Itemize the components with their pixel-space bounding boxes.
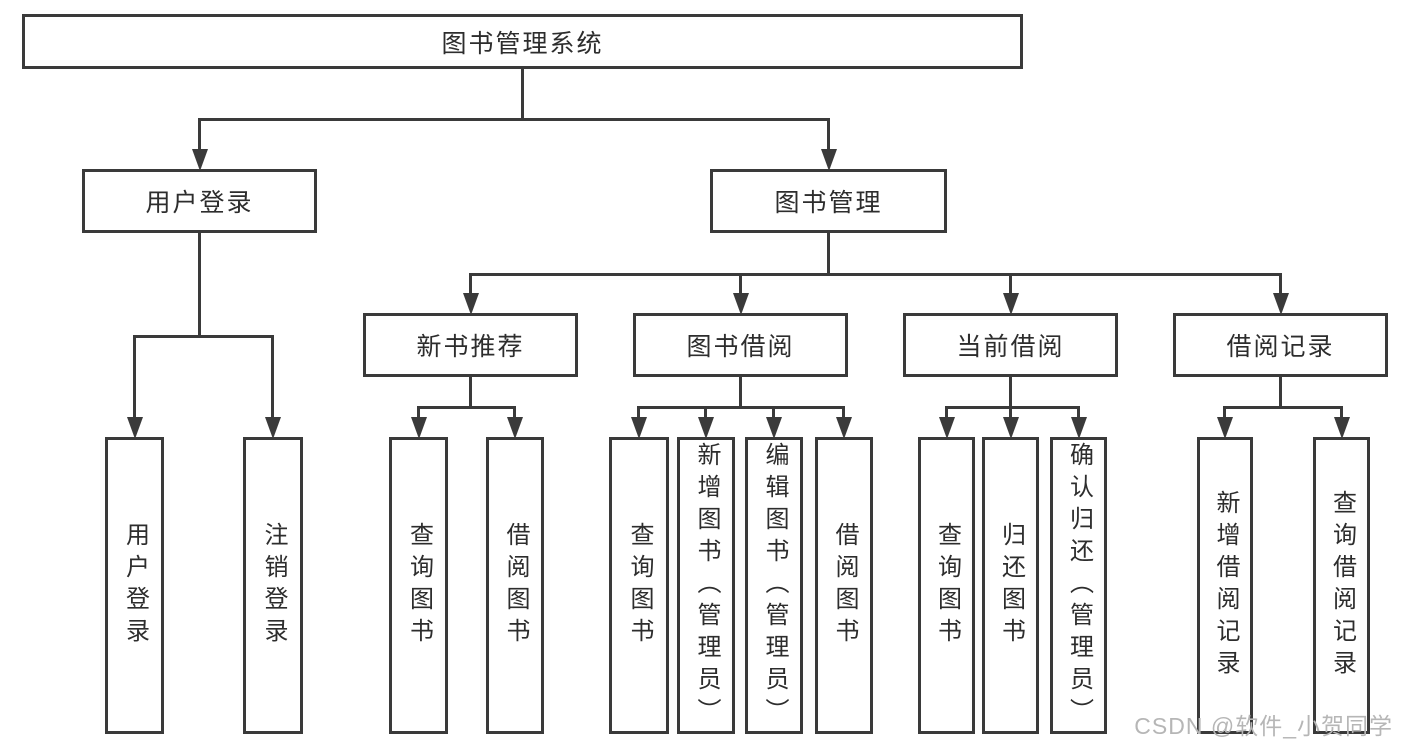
connector-line bbox=[469, 375, 472, 409]
connector-line bbox=[772, 406, 775, 419]
connector-line bbox=[945, 406, 1080, 409]
node-recommend: 新书推荐 bbox=[363, 313, 578, 377]
connector-line bbox=[1279, 273, 1282, 295]
node-borrow: 图书借阅 bbox=[633, 313, 848, 377]
arrowhead-icon bbox=[127, 417, 143, 439]
node-label: 图书管理系统 bbox=[441, 29, 604, 58]
node-label: 借阅图书 bbox=[831, 521, 858, 650]
arrowhead-icon bbox=[939, 417, 955, 439]
arrowhead-icon bbox=[766, 417, 782, 439]
connector-line bbox=[827, 231, 830, 276]
connector-line bbox=[945, 406, 948, 419]
connector-line bbox=[417, 406, 420, 419]
node-borrow-borrow: 借阅图书 bbox=[815, 437, 873, 734]
arrowhead-icon bbox=[1071, 417, 1087, 439]
node-cur-return: 归还图书 bbox=[982, 437, 1039, 734]
node-label: 图书借阅 bbox=[686, 333, 795, 361]
connector-line bbox=[469, 273, 472, 295]
node-label: 用户登录 bbox=[145, 189, 254, 217]
node-current: 当前借阅 bbox=[903, 313, 1118, 377]
arrowhead-icon bbox=[192, 149, 208, 171]
connector-line bbox=[271, 335, 274, 419]
node-label: 借阅记录 bbox=[1226, 333, 1335, 361]
connector-line bbox=[1009, 273, 1012, 295]
node-label: 查询图书 bbox=[626, 521, 653, 650]
arrowhead-icon bbox=[1003, 293, 1019, 315]
node-borrow-edit: 编辑图书（管理员） bbox=[745, 437, 803, 734]
connector-line bbox=[513, 406, 516, 419]
node-rec-query: 查询图书 bbox=[389, 437, 448, 734]
node-rcd-add: 新增借阅记录 bbox=[1197, 437, 1253, 734]
node-label: 查询图书 bbox=[933, 521, 961, 650]
node-cur-confirm: 确认归还（管理员） bbox=[1050, 437, 1107, 734]
node-label: 编辑图书（管理员） bbox=[761, 441, 788, 730]
connector-line bbox=[1223, 406, 1343, 409]
node-borrow-add: 新增图书（管理员） bbox=[677, 437, 735, 734]
connector-line bbox=[417, 406, 516, 409]
connector-line bbox=[739, 375, 742, 409]
node-label: 查询借阅记录 bbox=[1328, 489, 1356, 682]
connector-line bbox=[133, 335, 136, 419]
node-login: 用户登录 bbox=[82, 169, 317, 233]
arrowhead-icon bbox=[507, 417, 523, 439]
connector-line bbox=[198, 118, 830, 121]
connector-line bbox=[637, 406, 845, 409]
connector-line bbox=[1009, 406, 1012, 419]
connector-line bbox=[637, 406, 640, 419]
connector-line bbox=[198, 231, 201, 338]
connector-line bbox=[1223, 406, 1226, 419]
node-label: 新书推荐 bbox=[416, 333, 525, 361]
node-label: 当前借阅 bbox=[956, 333, 1065, 361]
arrowhead-icon bbox=[411, 417, 427, 439]
connector-line bbox=[198, 118, 201, 151]
node-label: 确认归还（管理员） bbox=[1065, 441, 1093, 730]
connector-line bbox=[1279, 375, 1282, 409]
node-rec-borrow: 借阅图书 bbox=[486, 437, 544, 734]
connector-line bbox=[1340, 406, 1343, 419]
node-label: 用户登录 bbox=[121, 521, 149, 650]
connector-line bbox=[827, 118, 830, 151]
connector-line bbox=[521, 67, 524, 121]
arrowhead-icon bbox=[698, 417, 714, 439]
arrowhead-icon bbox=[1003, 417, 1019, 439]
node-logout: 注销登录 bbox=[243, 437, 303, 734]
node-label: 借阅图书 bbox=[502, 521, 529, 650]
arrowhead-icon bbox=[733, 293, 749, 315]
node-root: 图书管理系统 bbox=[22, 14, 1023, 69]
node-label: 新增借阅记录 bbox=[1212, 489, 1239, 682]
node-record: 借阅记录 bbox=[1173, 313, 1388, 377]
node-user-login: 用户登录 bbox=[105, 437, 164, 734]
connector-line bbox=[739, 273, 742, 295]
arrowhead-icon bbox=[631, 417, 647, 439]
connector-line bbox=[704, 406, 707, 419]
csdn-watermark: CSDN @软件_小贺同学 bbox=[1134, 713, 1393, 739]
node-label: 新增图书（管理员） bbox=[693, 441, 720, 730]
connector-line bbox=[133, 335, 274, 338]
node-label: 查询图书 bbox=[405, 521, 433, 650]
connector-line bbox=[1077, 406, 1080, 419]
connector-line bbox=[1009, 375, 1012, 409]
arrowhead-icon bbox=[821, 149, 837, 171]
node-cur-query: 查询图书 bbox=[918, 437, 975, 734]
arrowhead-icon bbox=[1217, 417, 1233, 439]
arrowhead-icon bbox=[463, 293, 479, 315]
connector-line bbox=[469, 273, 1282, 276]
connector-line bbox=[842, 406, 845, 419]
node-label: 注销登录 bbox=[260, 521, 287, 650]
arrowhead-icon bbox=[1273, 293, 1289, 315]
arrowhead-icon bbox=[1334, 417, 1350, 439]
node-borrow-query: 查询图书 bbox=[609, 437, 669, 734]
node-rcd-query: 查询借阅记录 bbox=[1313, 437, 1370, 734]
node-mgmt: 图书管理 bbox=[710, 169, 947, 233]
arrowhead-icon bbox=[836, 417, 852, 439]
node-label: 归还图书 bbox=[997, 521, 1025, 650]
arrowhead-icon bbox=[265, 417, 281, 439]
node-label: 图书管理 bbox=[774, 189, 883, 217]
